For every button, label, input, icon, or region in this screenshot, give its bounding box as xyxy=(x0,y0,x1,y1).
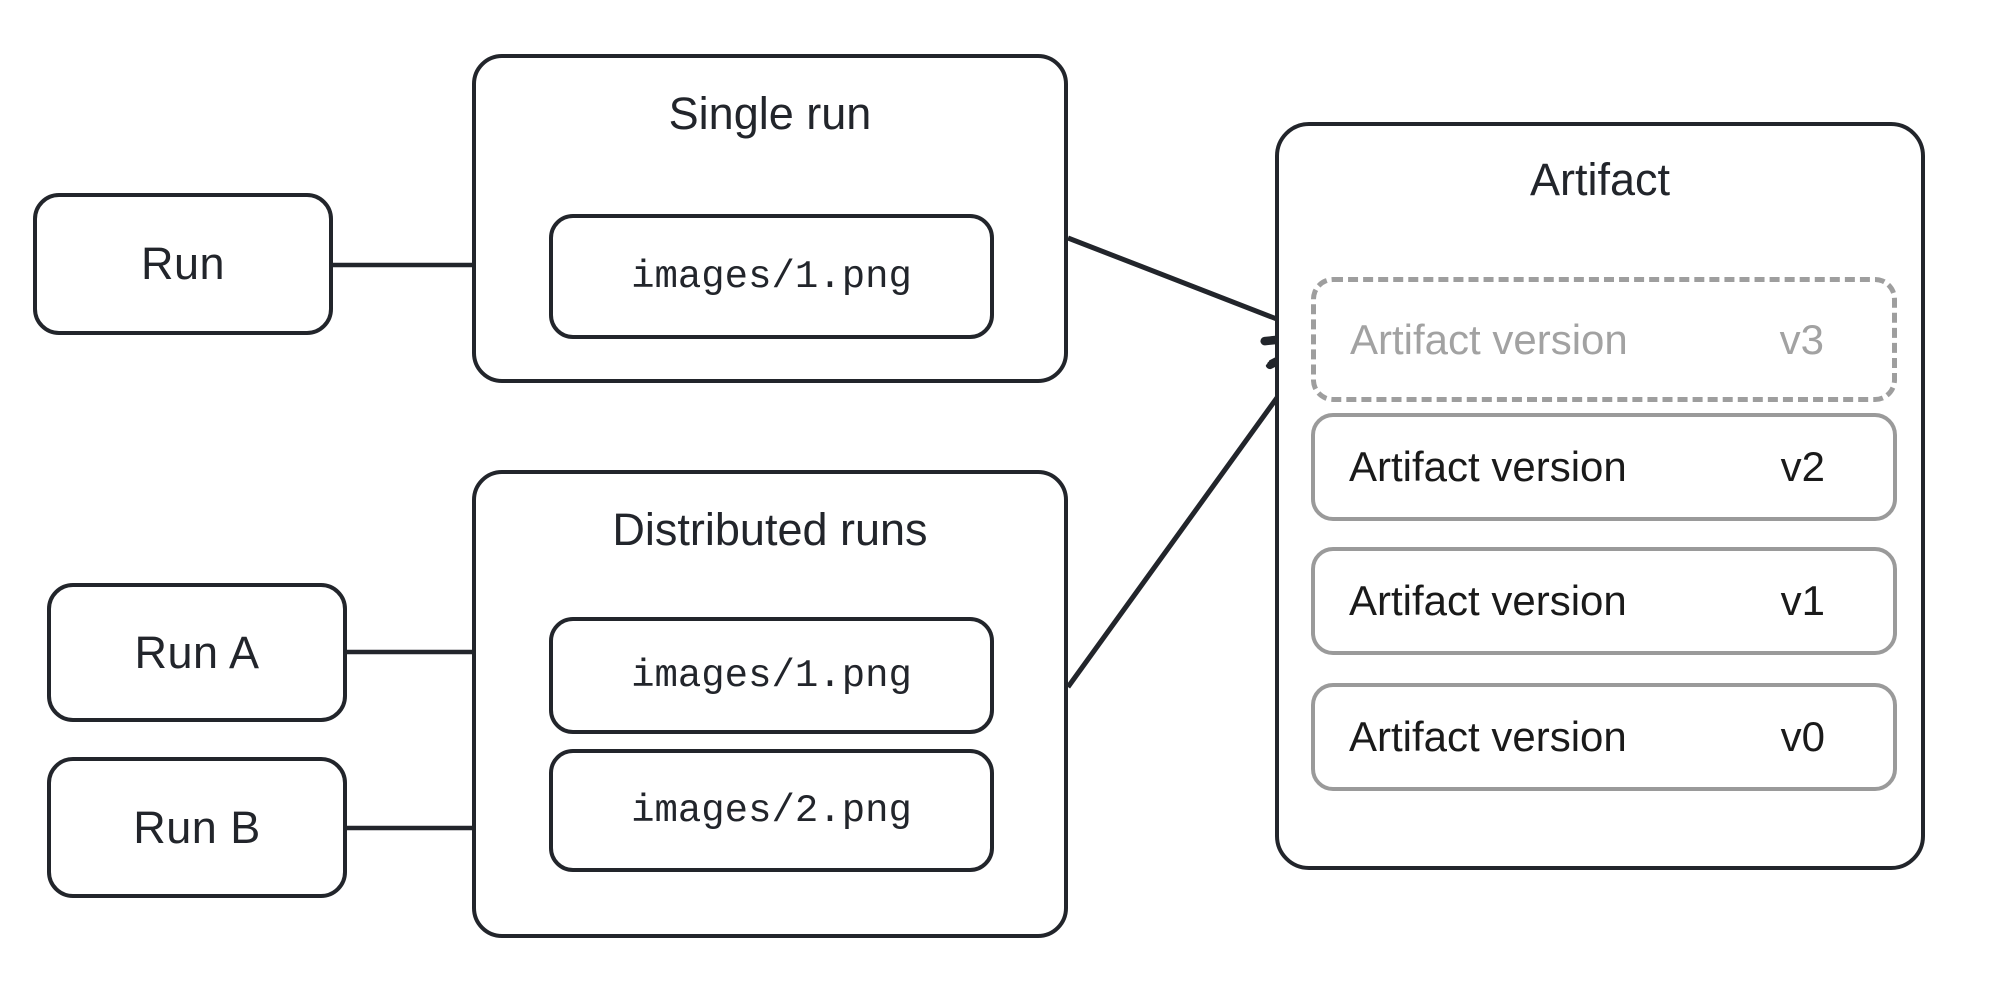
artifact-version-v1-name: Artifact version xyxy=(1349,577,1627,624)
artifact-version-v0[interactable]: Artifact version v0 xyxy=(1311,683,1897,791)
node-run-a-label: Run A xyxy=(134,626,260,678)
node-run-b-label: Run B xyxy=(133,801,261,853)
node-run-label: Run xyxy=(140,238,226,289)
node-run[interactable]: Run xyxy=(33,193,333,335)
panel-distributed-runs-title: Distributed runs xyxy=(612,504,928,555)
panel-artifact-title: Artifact xyxy=(1529,154,1671,205)
artifact-version-v0-tag: v0 xyxy=(1780,713,1825,760)
file-single-run-1-label: images/1.png xyxy=(631,254,912,299)
panel-single-run-title: Single run xyxy=(668,88,872,139)
artifact-version-v1-tag: v1 xyxy=(1780,577,1825,624)
node-run-a[interactable]: Run A xyxy=(47,583,347,722)
artifact-version-v3-tag: v3 xyxy=(1779,315,1824,363)
artifact-version-v3-name: Artifact version xyxy=(1350,315,1628,363)
artifact-version-v3[interactable]: Artifact version v3 xyxy=(1311,277,1897,402)
panel-distributed-runs: Distributed runs images/1.png images/2.p… xyxy=(472,470,1068,938)
file-distributed-1-label: images/1.png xyxy=(631,653,912,698)
artifact-version-v1[interactable]: Artifact version v1 xyxy=(1311,547,1897,655)
artifact-version-v0-name: Artifact version xyxy=(1349,713,1627,760)
artifact-version-v2[interactable]: Artifact version v2 xyxy=(1311,413,1897,521)
file-single-run-1[interactable]: images/1.png xyxy=(549,214,994,339)
file-distributed-2-label: images/2.png xyxy=(631,788,912,833)
file-distributed-1[interactable]: images/1.png xyxy=(549,617,994,734)
artifact-version-v2-name: Artifact version xyxy=(1349,443,1627,490)
file-distributed-2[interactable]: images/2.png xyxy=(549,749,994,872)
node-run-b[interactable]: Run B xyxy=(47,757,347,898)
panel-single-run: Single run images/1.png xyxy=(472,54,1068,383)
panel-artifact: Artifact Artifact version v3 Artifact ve… xyxy=(1275,122,1925,870)
artifact-version-v2-tag: v2 xyxy=(1780,443,1825,490)
